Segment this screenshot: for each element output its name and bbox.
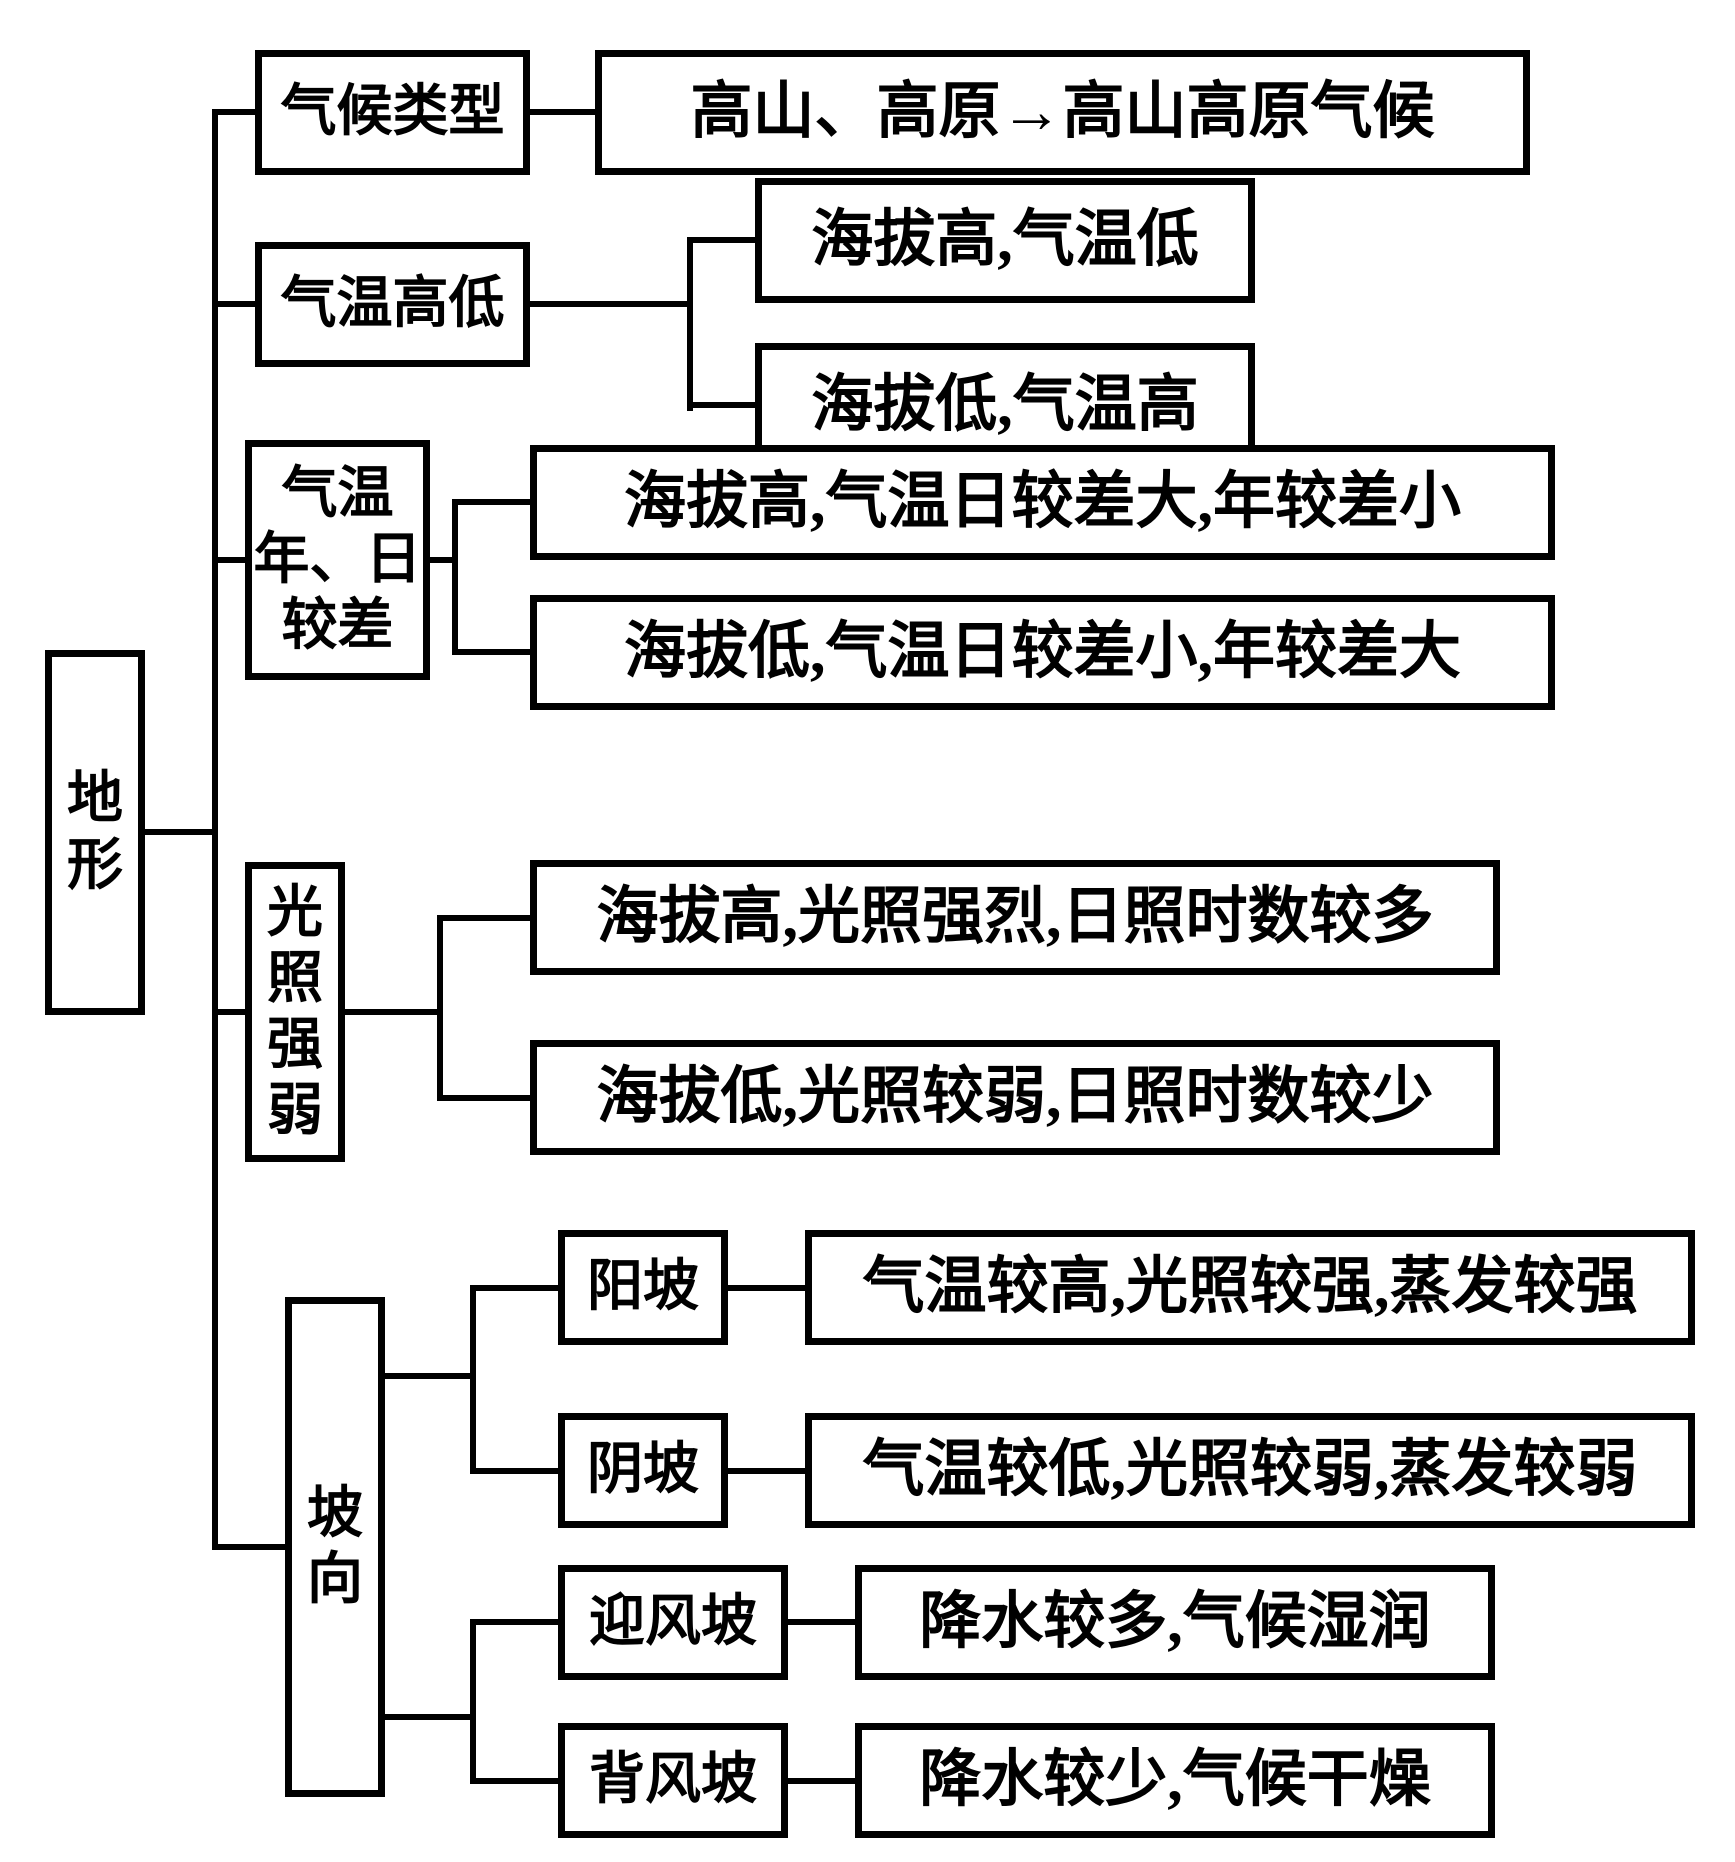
node-leeward-slope: 背风坡: [558, 1723, 788, 1838]
node-shady-slope: 阴坡: [558, 1413, 728, 1528]
node-high-altitude-range: 海拔高,气温日较差大,年较差小: [530, 445, 1555, 560]
connector-line: [470, 1468, 558, 1474]
connector-line: [530, 301, 690, 307]
connector-line: [470, 1619, 558, 1625]
node-sunny-slope: 阳坡: [558, 1230, 728, 1345]
connector-line: [385, 1373, 473, 1379]
connector-line: [452, 499, 530, 505]
connector-line: [215, 1009, 245, 1015]
connector-line: [470, 1285, 476, 1474]
connector-line: [788, 1619, 855, 1625]
connector-line: [728, 1285, 805, 1291]
connector-line: [215, 301, 255, 307]
connector-line: [437, 915, 530, 921]
connector-line: [687, 402, 755, 408]
node-windward-slope: 迎风坡: [558, 1565, 788, 1680]
node-slope-aspect: 坡 向: [285, 1297, 385, 1797]
connector-line: [215, 1544, 285, 1550]
connector-line: [345, 1009, 440, 1015]
node-windward-slope-effect: 降水较多,气候湿润: [855, 1565, 1495, 1680]
connector-line: [470, 1778, 558, 1784]
node-terrain-root: 地 形: [45, 650, 145, 1015]
node-temperature-level: 气温高低: [255, 242, 530, 367]
connector-line: [430, 557, 455, 563]
connector-line: [385, 1714, 473, 1720]
node-climate-type: 气候类型: [255, 50, 530, 175]
connector-line: [437, 915, 443, 1101]
connector-line: [687, 237, 693, 411]
node-low-altitude-sunlight: 海拔低,光照较弱,日照时数较少: [530, 1040, 1500, 1155]
connector-line: [530, 109, 595, 115]
node-high-altitude-low-temp: 海拔高,气温低: [755, 178, 1255, 303]
connector-line: [452, 649, 530, 655]
node-shady-slope-effect: 气温较低,光照较弱,蒸发较弱: [805, 1413, 1695, 1528]
connector-line: [215, 109, 255, 115]
connector-line: [212, 109, 218, 1550]
connector-line: [215, 557, 245, 563]
node-climate-type-result: 高山、高原→高山高原气候: [595, 50, 1530, 175]
node-sunny-slope-effect: 气温较高,光照较强,蒸发较强: [805, 1230, 1695, 1345]
connector-line: [470, 1619, 476, 1784]
connector-line: [788, 1778, 855, 1784]
connector-line: [728, 1468, 805, 1474]
connector-line: [437, 1095, 530, 1101]
node-sunlight-intensity: 光 照 强 弱: [245, 862, 345, 1162]
node-temp-range: 气温 年、日 较差: [245, 440, 430, 680]
connector-line: [687, 237, 755, 243]
connector-line: [470, 1285, 558, 1291]
connector-line: [145, 829, 215, 835]
node-high-altitude-sunlight: 海拔高,光照强烈,日照时数较多: [530, 860, 1500, 975]
node-leeward-slope-effect: 降水较少,气候干燥: [855, 1723, 1495, 1838]
connector-line: [452, 499, 458, 655]
node-low-altitude-range: 海拔低,气温日较差小,年较差大: [530, 595, 1555, 710]
